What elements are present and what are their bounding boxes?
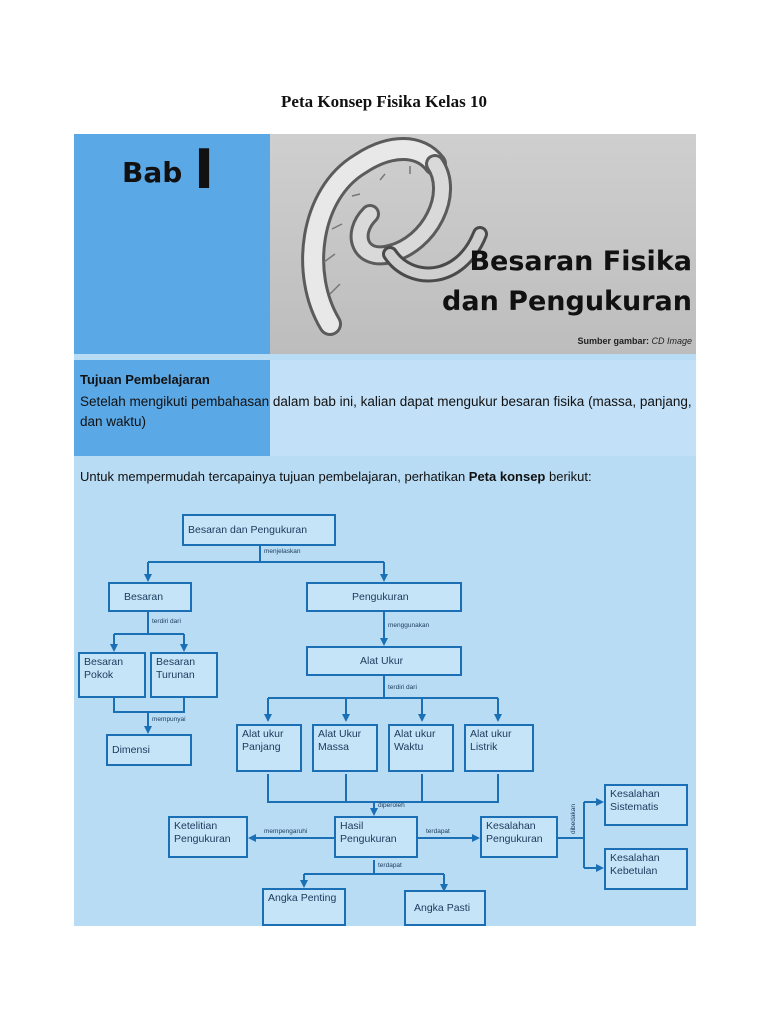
node-ketelitian-pengukuran: Ketelitian Pengukuran [168, 816, 248, 858]
bab-label: Bab [122, 156, 183, 189]
objective-heading: Tujuan Pembelajaran [80, 372, 210, 387]
node-angka-penting: Angka Penting [262, 888, 346, 926]
chapter-figure: Bab I Besaran Fisika dan Pengukuran Sumb… [74, 134, 696, 926]
node-alat-ukur: Alat Ukur [306, 646, 462, 676]
intro-text-bold: Peta konsep [468, 469, 546, 484]
edge-label-terdiri-dari-1: terdiri dari [152, 618, 181, 625]
edge-label-terdapat-2: terdapat [378, 862, 402, 869]
node-kesalahan-pengukuran: Kesalahan Pengukuran [480, 816, 558, 858]
banner-left-panel: Bab I [74, 134, 270, 354]
edge-label-diperoleh: diperoleh [378, 802, 405, 809]
node-angka-pasti: Angka Pasti [404, 890, 486, 926]
document-title: Peta Konsep Fisika Kelas 10 [281, 92, 487, 111]
measuring-tape-image [301, 137, 488, 336]
node-besaran-dan-pengukuran: Besaran dan Pengukuran [182, 514, 336, 546]
chapter-title-line2: dan Pengukuran [442, 286, 692, 317]
edge-label-terdapat-1: terdapat [426, 828, 450, 835]
edge-label-menggunakan: menggunakan [388, 622, 430, 629]
node-besaran-pokok: Besaran Pokok [78, 652, 146, 698]
node-besaran: Besaran [108, 582, 192, 612]
node-pengukuran: Pengukuran [306, 582, 462, 612]
node-alat-ukur-listrik: Alat ukur Listrik [464, 724, 534, 772]
source-value: CD Image [651, 336, 692, 346]
edge-label-terdiri-dari-2: terdiri dari [388, 684, 417, 691]
edge-label-dibedakan: dibedakan [570, 804, 577, 834]
edge-label-mempunyai: mempunyai [152, 716, 186, 723]
intro-text-after: berikut: [545, 469, 592, 484]
chapter-banner: Bab I Besaran Fisika dan Pengukuran Sumb… [74, 134, 696, 354]
node-kesalahan-kebetulan: Kesalahan Kebetulan [604, 848, 688, 890]
source-label: Sumber gambar: [577, 336, 649, 346]
objective-text: Setelah mengikuti pembahasan dalam bab i… [80, 394, 692, 429]
image-source: Sumber gambar: CD Image [577, 336, 692, 346]
chapter-title-line1: Besaran Fisika [469, 246, 692, 277]
edge-label-mempengaruhi: mempengaruhi [264, 828, 308, 835]
intro-text-before: Untuk mempermudah tercapainya tujuan pem… [80, 469, 469, 484]
node-kesalahan-sistematis: Kesalahan Sistematis [604, 784, 688, 826]
bab-number: I [194, 138, 215, 201]
node-alat-ukur-waktu: Alat ukur Waktu [388, 724, 454, 772]
node-alat-ukur-massa: Alat Ukur Massa [312, 724, 378, 772]
edge-label-menjelaskan: menjelaskan [264, 548, 301, 555]
concept-map-connectors [110, 544, 604, 892]
node-besaran-turunan: Besaran Turunan [150, 652, 218, 698]
banner-right-panel: Besaran Fisika dan Pengukuran Sumber gam… [270, 134, 696, 354]
node-dimensi: Dimensi [106, 734, 192, 766]
concept-map-intro: Untuk mempermudah tercapainya tujuan pem… [80, 469, 592, 484]
node-hasil-pengukuran: Hasil Pengukuran [334, 816, 418, 858]
objective-accent-panel [74, 360, 270, 456]
learning-objective-section: Tujuan Pembelajaran Setelah mengikuti pe… [74, 360, 696, 456]
node-alat-ukur-panjang: Alat ukur Panjang [236, 724, 302, 772]
